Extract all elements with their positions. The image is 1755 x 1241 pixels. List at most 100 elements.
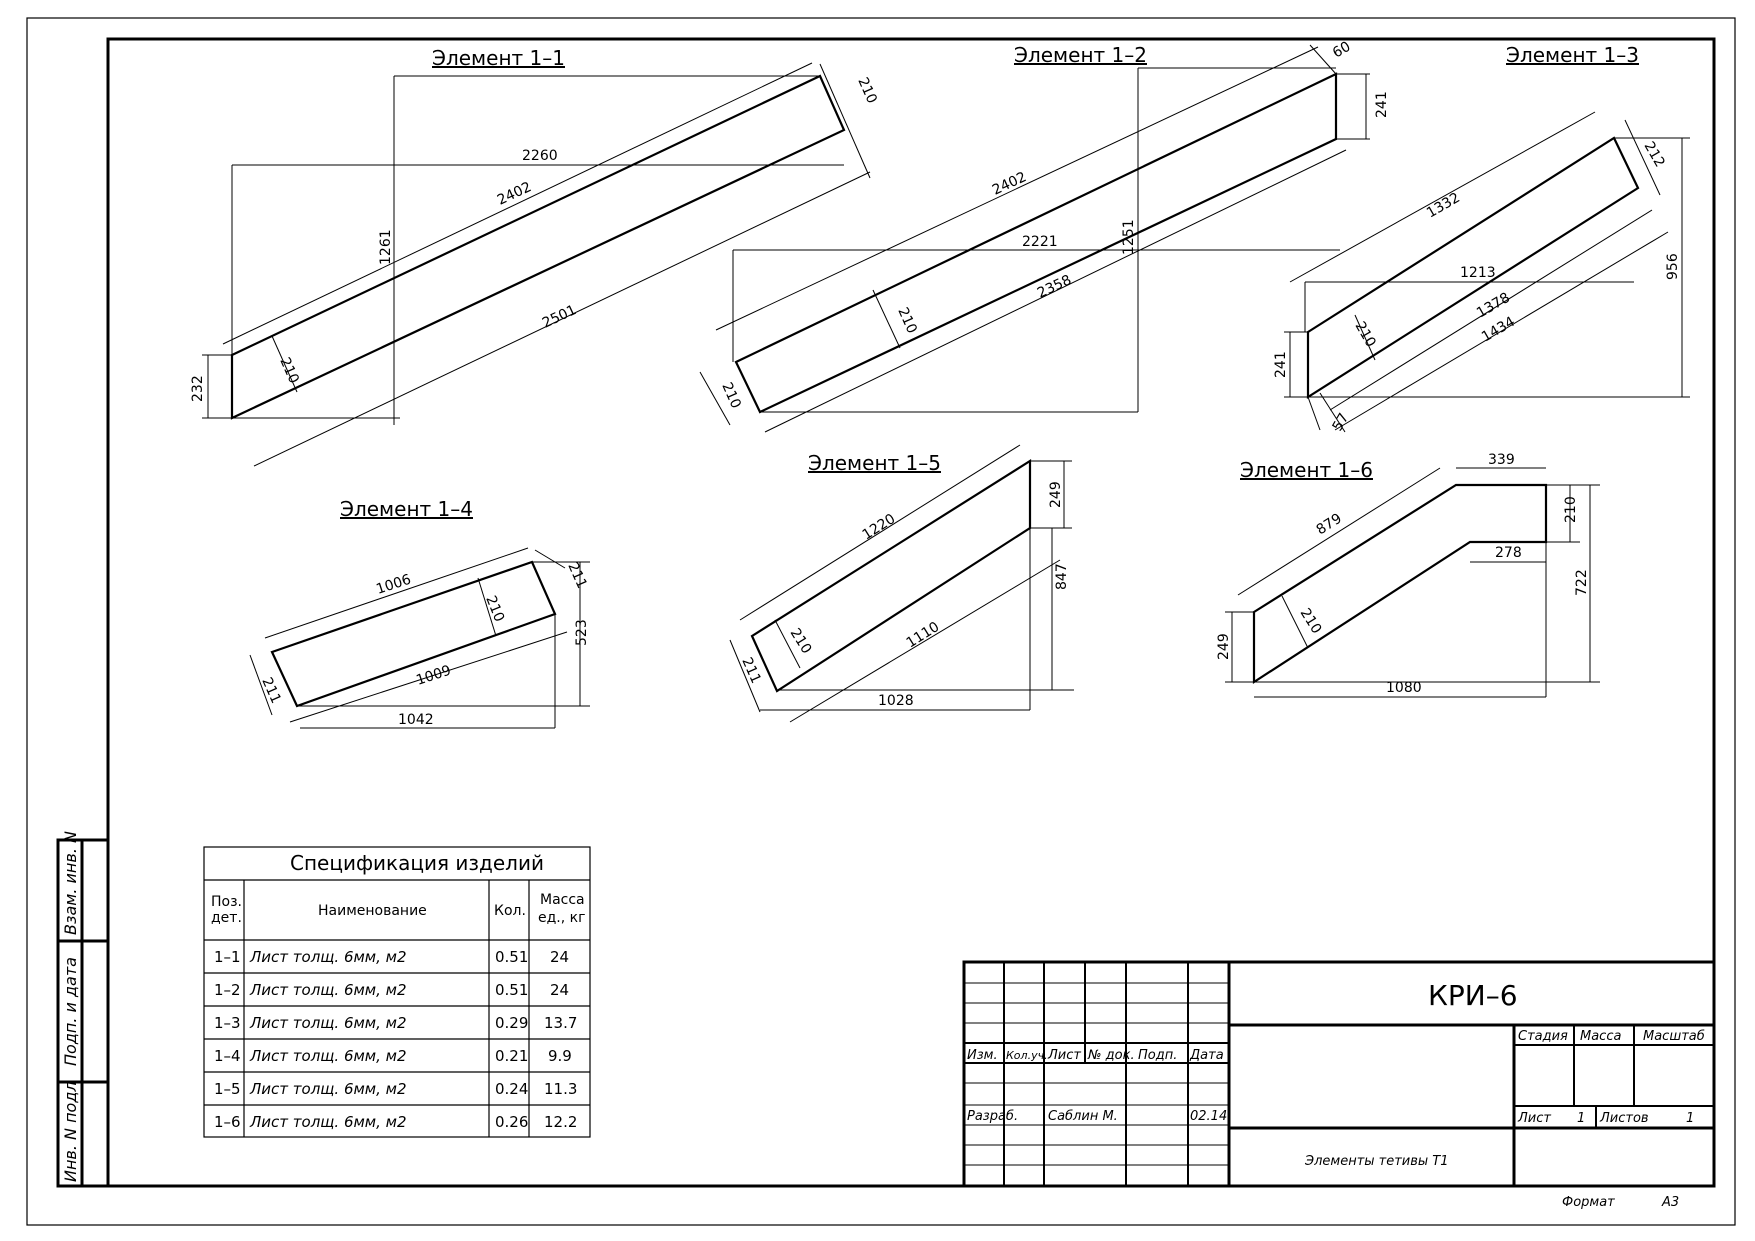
dim-1-2-b: 241 [1374,91,1390,118]
dim-1-1-f: 210 [276,355,301,386]
tb-col-ndok: № док. [1087,1048,1135,1063]
dim-1-3-h: 241 [1273,351,1289,378]
tb-format-label: Формат [1562,1195,1615,1210]
element-1-6-dimlines [1225,467,1600,698]
outer-frame [26,17,1736,1226]
dim-1-5-d: 210 [787,626,815,657]
spec-header-pos1: Поз. [211,894,242,910]
element-1-2-dimlines [699,44,1370,433]
element-1-6-shape [1252,483,1548,685]
dim-1-2-d: 2221 [1022,234,1058,250]
element-1-3-dimlines [1284,111,1690,433]
dim-1-6-e: 722 [1574,569,1590,596]
side-stamp-podp: Подп. и дата [61,957,80,1066]
spec-row-2-name: Лист толщ. 6мм, м2 [249,981,407,999]
tb-mass-label: Масса [1580,1029,1621,1044]
title-block-grid [962,960,1716,1188]
element-1-4-dimlines [249,547,590,729]
tb-sheets-total: 1 [1686,1111,1694,1126]
element-1-2-title: Элемент 1–2 [1014,43,1147,67]
dim-1-4-d: 523 [574,619,590,646]
dim-1-6-c: 210 [1563,496,1579,523]
spec-row-6-name: Лист толщ. 6мм, м2 [249,1113,407,1131]
spec-row-5-mass: 11.3 [544,1080,577,1098]
inner-frame [106,37,1716,1188]
tb-sheet-label: Лист [1517,1111,1551,1126]
spec-row-1-pos: 1–1 [214,948,241,966]
spec-row-2-pos: 1–2 [214,981,241,999]
spec-row-3-mass: 13.7 [544,1014,577,1032]
spec-row-1-mass: 24 [550,948,569,966]
dim-1-3-c: 1213 [1460,265,1496,281]
dim-1-6-g: 249 [1216,633,1232,660]
spec-row-3-name: Лист толщ. 6мм, м2 [249,1014,407,1032]
tb-col-izm: Изм. [967,1048,998,1063]
dim-1-2-c: 2402 [990,169,1029,199]
tb-razrab-label: Разраб. [967,1109,1018,1124]
spec-row-4-qty: 0.21 [495,1047,528,1065]
dim-1-5-g: 1028 [878,693,914,709]
side-stamp-vzam: Взам. инв. N [61,831,80,935]
tb-scale-label: Масштаб [1643,1029,1705,1044]
tb-author: Саблин М. [1048,1109,1118,1124]
dim-1-6-a: 339 [1488,452,1515,468]
spec-row-5-qty: 0.24 [495,1080,528,1098]
dim-1-4-f: 1042 [398,712,434,728]
tb-col-list: Лист [1047,1048,1081,1063]
dim-1-5-a: 1220 [860,511,899,543]
dim-1-1-g: 232 [190,375,206,402]
dim-1-4-e: 1009 [414,663,453,689]
element-1-1-dimlines [202,62,871,467]
element-1-3-title: Элемент 1–3 [1506,43,1639,67]
spec-header-qty: Кол. [494,903,526,919]
dim-1-5-c: 847 [1054,563,1070,590]
side-stamp-inv: Инв. N подл [61,1081,80,1182]
dim-1-1-b: 2402 [495,179,534,209]
dim-1-3-d: 956 [1665,253,1681,280]
element-1-5-dimlines [729,444,1074,723]
element-1-3-shape [1306,136,1640,399]
dim-1-2-h: 210 [718,380,743,411]
spec-row-4-mass: 9.9 [548,1047,572,1065]
dim-1-4-g: 211 [258,675,283,706]
spec-table-grid [203,846,591,1138]
dim-1-2-f: 2358 [1035,272,1074,302]
spec-row-6-mass: 12.2 [544,1113,577,1131]
element-1-4-title: Элемент 1–4 [340,497,473,521]
spec-row-5-pos: 1–5 [214,1080,241,1098]
dim-1-6-h: 1080 [1386,680,1422,696]
dim-1-3-g: 210 [1352,319,1379,350]
spec-row-2-qty: 0.51 [495,981,528,999]
spec-title: Спецификация изделий [290,851,544,875]
element-1-1-shape [230,74,846,420]
tb-date: 02.14 [1190,1109,1227,1124]
spec-row-3-qty: 0.29 [495,1014,528,1032]
spec-row-1-qty: 0.51 [495,948,528,966]
dim-1-5-f: 211 [738,655,763,686]
spec-row-1-name: Лист толщ. 6мм, м2 [249,948,407,966]
spec-header-mass2: ед., кг [538,910,585,926]
spec-row-6-qty: 0.26 [495,1113,528,1131]
dim-1-3-i: 57 [1330,411,1353,434]
tb-doc-name: Элементы тетивы Т1 [1304,1154,1449,1169]
element-1-4-shape [270,560,557,708]
dim-1-6-d: 278 [1495,545,1522,561]
element-1-5-title: Элемент 1–5 [808,451,941,475]
spec-header-name: Наименование [318,903,427,919]
dim-1-3-b: 1332 [1424,190,1463,222]
tb-col-data: Дата [1189,1048,1224,1063]
tb-sheet-no: 1 [1577,1111,1585,1126]
spec-row-4-name: Лист толщ. 6мм, м2 [249,1047,407,1065]
tb-format-value: А3 [1661,1195,1679,1210]
spec-row-6-pos: 1–6 [214,1113,241,1131]
spec-row-2-mass: 24 [550,981,569,999]
side-stamp [56,838,110,1188]
spec-header-mass1: Масса [540,892,585,908]
tb-sheets-label: Листов [1599,1111,1649,1126]
dim-1-1-e: 210 [854,75,879,106]
spec-header-pos2: дет. [211,910,242,926]
dim-1-6-b: 879 [1314,511,1345,539]
title-block-code: КРИ–6 [1428,979,1518,1012]
dim-1-1-a: 2260 [522,148,558,164]
